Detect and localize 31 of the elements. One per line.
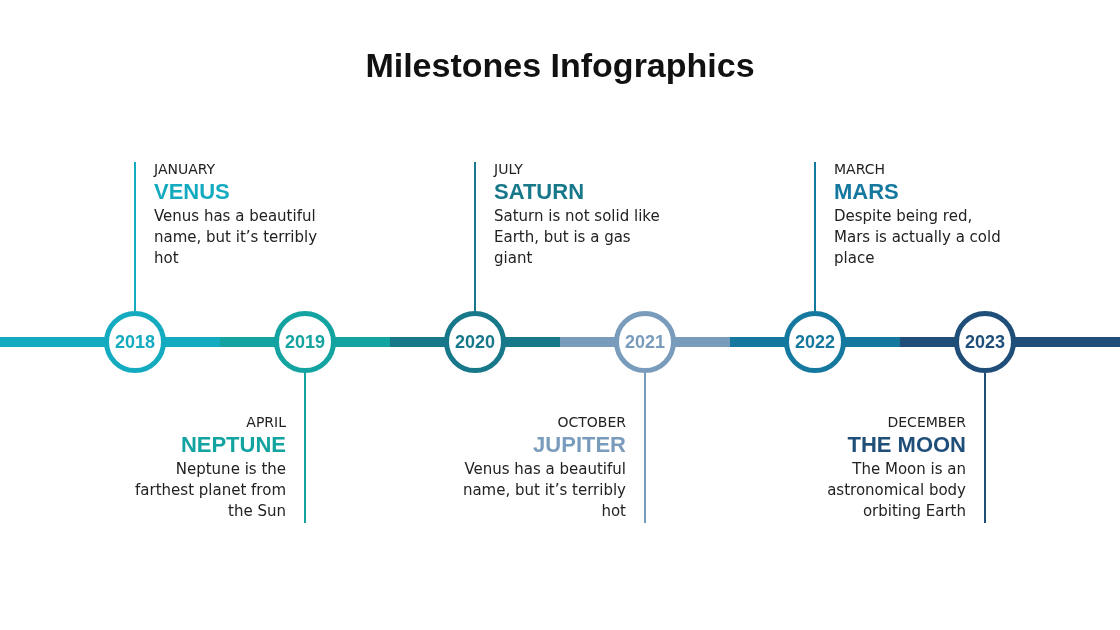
description-text: Despite being red, Mars is actually a cold place [834,206,1002,269]
milestone-heading: NEPTUNE [179,431,286,459]
leader-line [134,161,136,312]
year-label: 2023 [964,331,1005,353]
milestone-heading: JUPITER [532,431,626,459]
milestone-heading: THE MOON [846,431,966,459]
month-label: JANUARY [154,160,217,178]
description-text: The Moon is an astronomical body orbiting Earth [826,459,966,522]
title: Milestones Infographics [364,46,756,85]
leader-line [474,161,476,312]
year-label: 2018 [114,331,155,353]
milestone-heading: SATURN [494,178,586,206]
month-label: APRIL [245,413,286,431]
year-label: 2020 [454,331,495,353]
year-label: 2021 [624,331,665,353]
year-label: 2022 [794,331,835,353]
leader-line [984,372,986,524]
milestone-heading: VENUS [154,178,231,206]
description-text: Venus has a beautiful name, but it’s terribly hot [461,459,626,522]
month-label: OCTOBER [556,413,626,431]
month-label: MARCH [834,160,886,178]
leader-line [814,161,816,312]
description-text: Neptune is the farthest planet from the Sun [134,459,286,522]
description-text: Venus has a beautiful name, but it’s terribly hot [154,206,319,269]
year-label: 2019 [284,331,325,353]
description-text: Saturn is not solid like Earth, but is a gas giant [494,206,661,269]
month-label: JULY [494,160,524,178]
milestone-heading: MARS [834,178,900,206]
leader-line [304,372,306,524]
month-label: DECEMBER [886,413,966,431]
leader-line [644,372,646,524]
